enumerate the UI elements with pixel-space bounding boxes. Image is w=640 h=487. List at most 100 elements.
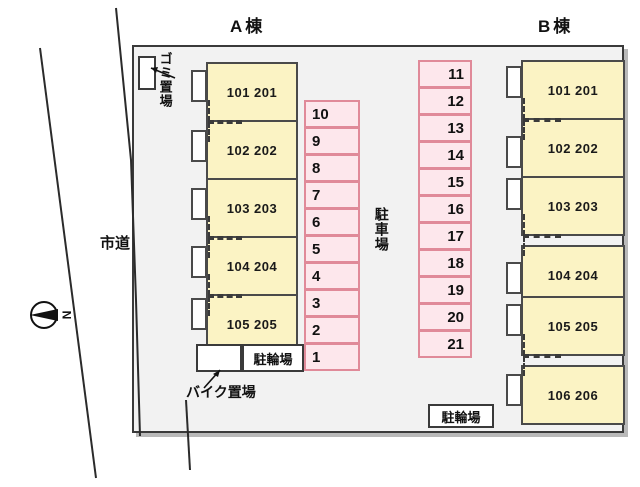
parking-space-17[interactable]: 17 (418, 222, 472, 250)
garbage-area-label: ゴミ置場 (157, 52, 173, 108)
bicycle-parking-a-label: 駐輪場 (242, 344, 304, 372)
motorcycle-arrow-icon (203, 369, 221, 389)
parking-number: 6 (312, 213, 321, 231)
unit-label: 102 202 (547, 140, 599, 156)
unit-b-101-201[interactable]: 101 201 (521, 60, 625, 120)
entry-path-a3 (208, 216, 242, 238)
unit-label: 105 205 (226, 316, 278, 332)
entry-path-a1 (208, 100, 242, 122)
parking-space-16[interactable]: 16 (418, 195, 472, 223)
parking-number: 10 (312, 105, 329, 123)
entry-path-a2 (208, 122, 242, 142)
parking-lot-label: 駐車場 (373, 207, 390, 252)
parking-number: 17 (447, 227, 464, 245)
unit-b-104-204[interactable]: 104 204 (521, 245, 625, 305)
entry-path-a6 (208, 296, 242, 316)
unit-label: 106 206 (547, 387, 599, 403)
parking-number: 14 (447, 146, 464, 164)
unit-label: 104 204 (226, 258, 278, 274)
parking-number: 12 (447, 92, 464, 110)
unit-label: 104 204 (547, 267, 599, 283)
entry-path-b6 (523, 356, 561, 376)
parking-space-6[interactable]: 6 (304, 208, 360, 236)
garbage-arrow-icon (150, 67, 176, 79)
unit-label: 102 202 (226, 142, 278, 158)
parking-number: 13 (447, 119, 464, 137)
parking-space-1[interactable]: 1 (304, 343, 360, 371)
entry-path-b3 (523, 214, 561, 236)
parking-space-18[interactable]: 18 (418, 249, 472, 277)
parking-space-8[interactable]: 8 (304, 154, 360, 182)
parking-space-3[interactable]: 3 (304, 289, 360, 317)
parking-number: 7 (312, 186, 321, 204)
parking-number: 21 (447, 335, 464, 353)
entry-path-b2 (523, 120, 561, 140)
stair-a4 (191, 246, 207, 278)
parking-number: 2 (312, 321, 321, 339)
parking-number: 16 (447, 200, 464, 218)
compass-north-label: N (59, 310, 74, 320)
unit-b-106-206[interactable]: 106 206 (521, 365, 625, 425)
parking-space-10[interactable]: 10 (304, 100, 360, 128)
unit-label: 103 203 (226, 200, 278, 216)
parking-number: 11 (448, 65, 464, 83)
city-road-label: 市道 (100, 235, 131, 252)
unit-b-105-205[interactable]: 105 205 (521, 296, 625, 356)
parking-space-11[interactable]: 11 (418, 60, 472, 88)
building-b-title: B棟 (538, 17, 574, 36)
unit-label: 105 205 (547, 318, 599, 334)
parking-number: 18 (447, 254, 464, 272)
entry-path-a4 (208, 238, 242, 258)
stair-a1 (191, 70, 207, 102)
building-a-title: A棟 (230, 17, 266, 36)
parking-number: 20 (447, 308, 464, 326)
unit-a-104-204[interactable]: 104 204 (206, 236, 298, 296)
parking-space-4[interactable]: 4 (304, 262, 360, 290)
parking-number: 9 (312, 132, 321, 150)
stair-a5 (191, 298, 207, 330)
parking-space-12[interactable]: 12 (418, 87, 472, 115)
parking-number: 15 (447, 173, 464, 191)
parking-space-2[interactable]: 2 (304, 316, 360, 344)
parking-space-9[interactable]: 9 (304, 127, 360, 155)
parking-number: 1 (312, 348, 321, 366)
stair-b3 (506, 178, 522, 210)
unit-a-102-202[interactable]: 102 202 (206, 120, 298, 180)
stair-b4 (506, 262, 522, 294)
entry-path-b1 (523, 98, 561, 120)
unit-a-101-201[interactable]: 101 201 (206, 62, 298, 122)
stair-b2 (506, 136, 522, 168)
stair-b5 (506, 304, 522, 336)
parking-number: 5 (312, 240, 321, 258)
unit-label: 101 201 (226, 84, 278, 100)
entry-path-b5 (523, 334, 561, 356)
parking-space-19[interactable]: 19 (418, 276, 472, 304)
compass-rose (30, 301, 58, 329)
parking-space-20[interactable]: 20 (418, 303, 472, 331)
parking-space-13[interactable]: 13 (418, 114, 472, 142)
garbage-box (138, 56, 156, 90)
parking-space-14[interactable]: 14 (418, 141, 472, 169)
parking-number: 19 (447, 281, 464, 299)
parking-column-left: 10 9 8 7 6 5 4 3 2 1 (304, 100, 360, 376)
parking-number: 3 (312, 294, 321, 312)
parking-number: 4 (312, 267, 321, 285)
parking-column-right: 11 12 13 14 15 16 17 18 19 20 21 (418, 60, 472, 366)
unit-b-103-203[interactable]: 103 203 (521, 176, 625, 236)
stair-a3 (191, 188, 207, 220)
bicycle-parking-b-label: 駐輪場 (428, 404, 494, 428)
parking-space-21[interactable]: 21 (418, 330, 472, 358)
parking-number: 8 (312, 159, 321, 177)
unit-label: 103 203 (547, 198, 599, 214)
stair-b1 (506, 66, 522, 98)
parking-space-15[interactable]: 15 (418, 168, 472, 196)
motorcycle-parking-label: バイク置場 (186, 384, 256, 400)
unit-label: 101 201 (547, 82, 599, 98)
stair-a2 (191, 130, 207, 162)
stair-b6 (506, 374, 522, 406)
parking-space-5[interactable]: 5 (304, 235, 360, 263)
entry-path-b4 (523, 236, 561, 256)
parking-space-7[interactable]: 7 (304, 181, 360, 209)
